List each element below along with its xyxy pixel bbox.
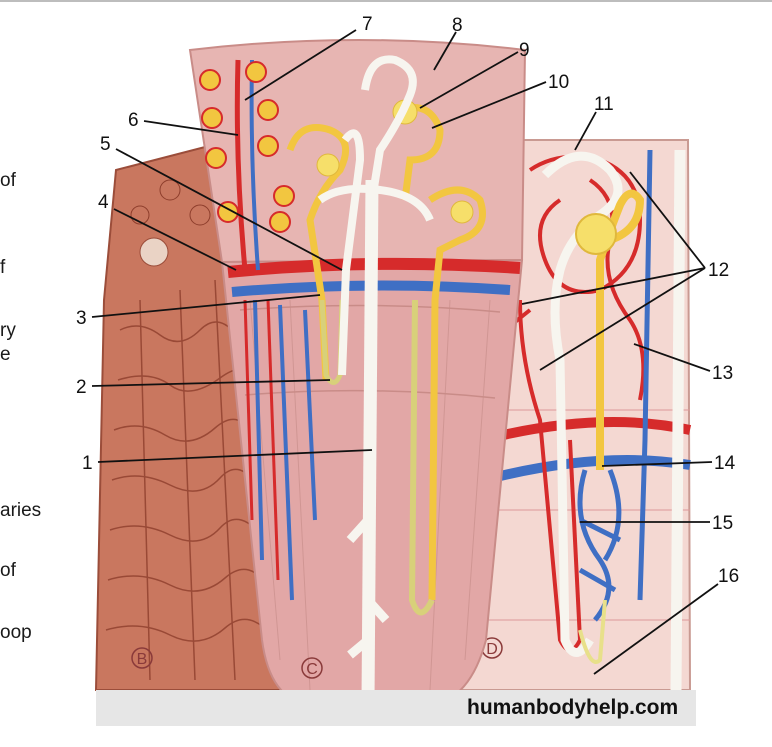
label-16: 16 <box>718 566 739 587</box>
watermark-text: humanbodyhelp.com <box>467 696 679 719</box>
label-14: 14 <box>714 453 736 474</box>
svg-text:D: D <box>486 641 498 658</box>
leader-lines <box>91 29 719 675</box>
base-band <box>96 690 696 726</box>
section-mark-c: C <box>301 657 323 679</box>
label-1: 1 <box>82 453 93 474</box>
label-15: 15 <box>712 513 733 534</box>
section-mark-b: B <box>131 647 153 669</box>
left-text-fragment-6: of <box>0 560 16 581</box>
left-text-fragment-5: aries <box>0 500 42 521</box>
label-9: 9 <box>519 40 530 61</box>
left-text-fragment-7: oop <box>0 622 32 643</box>
label-4: 4 <box>98 192 109 213</box>
svg-text:B: B <box>137 651 148 668</box>
svg-text:C: C <box>306 661 318 678</box>
left-text-fragment-2: f <box>0 257 6 278</box>
label-11: 11 <box>594 94 614 115</box>
label-12: 12 <box>708 260 729 281</box>
left-text-fragment-3: ry <box>0 320 16 341</box>
label-13: 13 <box>712 363 733 384</box>
label-10: 10 <box>548 72 569 93</box>
left-text-fragment-4: e <box>0 344 11 365</box>
label-6: 6 <box>128 110 139 131</box>
label-2: 2 <box>76 377 87 398</box>
label-3: 3 <box>76 308 87 329</box>
label-5: 5 <box>100 134 111 155</box>
label-7: 7 <box>362 14 373 35</box>
left-text-fragment-1: of <box>0 170 16 191</box>
label-8: 8 <box>452 15 463 36</box>
number-labels: 1 2 3 4 5 6 7 8 9 10 11 12 13 14 15 16 <box>76 14 739 587</box>
